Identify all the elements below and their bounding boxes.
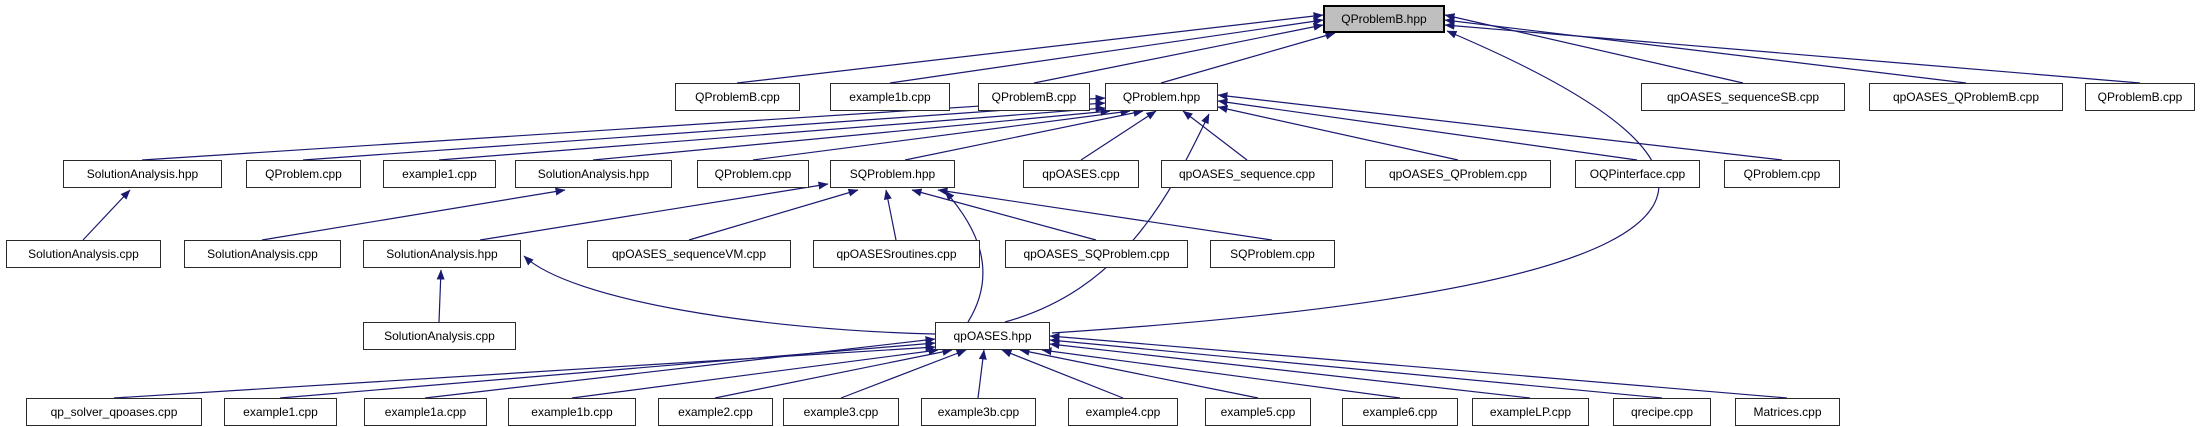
graph-node-r3c7[interactable]: qpOASES.cpp [1023,160,1139,188]
graph-node-r4c7[interactable]: SQProblem.cpp [1210,240,1335,268]
edge-r6c1-to-r5c2 [113,343,936,399]
graph-node-r2c5[interactable]: qpOASES_sequenceSB.cpp [1641,83,1845,111]
edge-r3c11-to-r2c4 [1217,92,1783,161]
edge-r4c5-to-r3c6 [883,189,897,241]
graph-node-r3c2[interactable]: QProblem.cpp [246,160,361,188]
graph-node-r3c11[interactable]: QProblem.cpp [1724,160,1840,188]
graph-node-r6c3[interactable]: example1a.cpp [364,398,487,426]
edge-r3c8-to-r2c4 [1182,110,1248,161]
edge-r2c2-to-root [889,17,1324,84]
edge-r6c11-to-r5c2 [1049,341,1531,399]
graph-node-r6c6[interactable]: example3.cpp [783,398,899,426]
edge-r6c2-to-r5c2 [279,339,936,399]
edge-r6c8-to-r5c2 [1001,349,1124,399]
edge-r2c1-to-root [736,12,1324,84]
graph-node-r4c4[interactable]: qpOASES_sequenceVM.cpp [587,240,791,268]
edge-r6c13-to-r5c2 [1049,332,1788,399]
graph-node-r3c8[interactable]: qpOASES_sequence.cpp [1161,160,1333,188]
edge-r4c1-to-r3c1 [82,189,131,241]
edges [82,12,2141,399]
edge-r3c3-to-r2c4 [438,104,1106,161]
graph-node-r6c7[interactable]: example3b.cpp [921,398,1036,426]
edge-r4c3-to-r3c6 [479,181,829,241]
edge-r5c1-to-r4c3 [436,269,445,323]
edge-r4c7-to-r3c6 [937,187,1273,241]
edge-r4c2-to-r3c4 [261,187,566,241]
edge-r2c7-to-root [1444,21,2141,84]
graph-node-r3c3[interactable]: example1.cpp [383,160,496,188]
edge-r6c12-to-r5c2 [1049,336,1663,399]
graph-node-r4c3[interactable]: SolutionAnalysis.hpp [363,240,521,268]
graph-node-r2c2[interactable]: example1b.cpp [830,83,950,111]
graph-node-r2c6[interactable]: qpOASES_QProblemB.cpp [1869,83,2063,111]
graph-node-r6c13[interactable]: Matrices.cpp [1735,398,1840,426]
edge-r3c2-to-r2c4 [302,99,1106,161]
graph-node-r6c5[interactable]: example2.cpp [658,398,773,426]
graph-node-r4c5[interactable]: qpOASESroutines.cpp [813,240,980,268]
edge-r5c2-to-r2c4 [1004,113,1210,323]
graph-node-r3c9[interactable]: qpOASES_QProblem.cpp [1365,160,1551,188]
graph-node-r4c1[interactable]: SolutionAnalysis.cpp [6,240,161,268]
edge-r2c4-to-root [1160,31,1336,84]
graph-node-r6c2[interactable]: example1.cpp [224,398,337,426]
edge-r6c7-to-r5c2 [977,349,987,399]
graph-node-r2c4[interactable]: QProblem.hpp [1105,83,1218,111]
edge-r3c4-to-r2c4 [592,107,1111,161]
edge-r2c3-to-root [1033,22,1324,84]
edge-r6c6-to-r5c2 [840,349,967,399]
graph-node-r6c9[interactable]: example5.cpp [1205,398,1311,426]
graph-node-r3c4[interactable]: SolutionAnalysis.hpp [515,160,672,188]
graph-node-r6c11[interactable]: exampleLP.cpp [1472,398,1589,426]
edge-r3c7-to-r2c4 [1080,110,1157,161]
edge-r6c4-to-r5c2 [571,347,939,399]
edge-r6c3-to-r5c2 [424,336,936,399]
edge-r6c10-to-r5c2 [1041,347,1401,399]
graph-node-r6c12[interactable]: qrecipe.cpp [1613,398,1711,426]
edge-r4c6-to-r3c6 [911,188,1097,241]
graph-node-r2c3[interactable]: QProblemB.cpp [978,83,1090,111]
edge-r4c4-to-r3c6 [688,188,859,241]
graph-node-r6c8[interactable]: example4.cpp [1068,398,1178,426]
graph-node-r2c7[interactable]: QProblemB.cpp [2085,83,2195,111]
graph-node-r5c2[interactable]: qpOASES.hpp [935,322,1050,350]
edge-r3c9-to-r2c4 [1217,105,1459,161]
edge-r3c5-to-r2c4 [752,108,1131,161]
graph-node-r6c10[interactable]: example6.cpp [1342,398,1458,426]
graph-node-r6c1[interactable]: qp_solver_qpoases.cpp [26,398,202,426]
graph-node-r6c4[interactable]: example1b.cpp [508,398,636,426]
graph-node-root: QProblemB.hpp [1323,5,1445,33]
graph-node-r5c1[interactable]: SolutionAnalysis.cpp [363,322,516,350]
edge-r6c9-to-r5c2 [1019,347,1259,399]
graph-node-r3c5[interactable]: QProblem.cpp [697,160,809,188]
graph-node-r3c10[interactable]: OQPinterface.cpp [1575,160,1700,188]
edge-r5c2-to-r4c3 [523,255,936,335]
edge-r3c1-to-r2c4 [141,94,1106,161]
edge-r2c6-to-root [1444,17,1967,84]
edge-r3c6-to-r2c4 [904,108,1144,161]
edge-r3c10-to-r2c4 [1217,98,1638,161]
graph-node-r4c6[interactable]: qpOASES_SQProblem.cpp [1005,240,1188,268]
graph-node-r4c2[interactable]: SolutionAnalysis.cpp [184,240,341,268]
edge-r6c5-to-r5c2 [714,347,953,399]
graph-node-r2c1[interactable]: QProblemB.cpp [675,83,800,111]
edge-r5c2-to-root [1051,30,1660,334]
graph-node-r3c1[interactable]: SolutionAnalysis.hpp [63,160,222,188]
graph-node-r3c6[interactable]: SQProblem.hpp [830,160,955,188]
